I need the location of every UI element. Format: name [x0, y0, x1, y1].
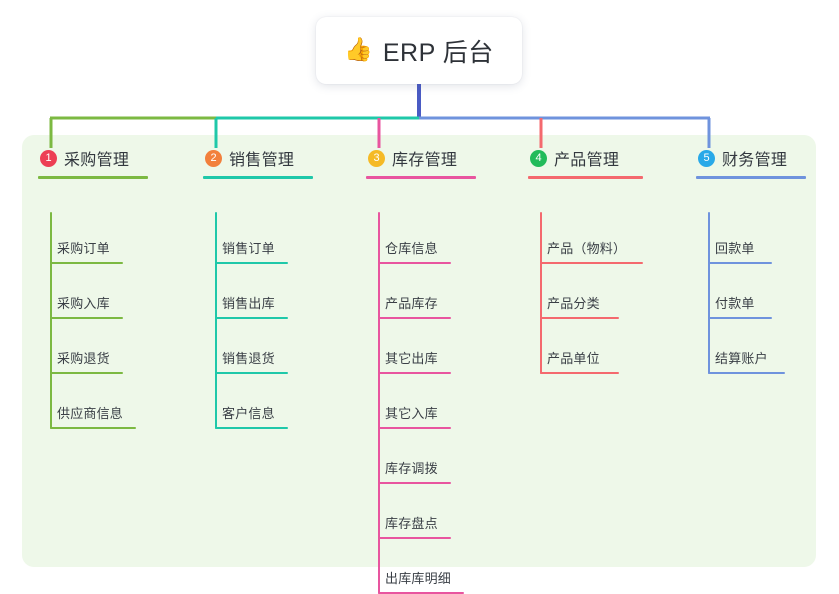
leaf-node[interactable]: 产品分类: [528, 283, 621, 319]
leaf-label: 仓库信息: [385, 241, 438, 256]
leaf-node[interactable]: 产品（物料）: [528, 228, 645, 264]
branch-column-4: 4 产品管理产品（物料） 产品分类产品单位: [528, 146, 643, 374]
branch-badge-1: 1: [40, 149, 57, 167]
branch-title-1: 采购管理: [64, 152, 130, 169]
root-node-card[interactable]: 👍 ERP 后台: [316, 17, 522, 84]
leaf-label: 产品分类: [547, 296, 600, 311]
root-node-title: ERP 后台: [382, 38, 494, 67]
leaf-node[interactable]: 产品单位: [528, 338, 621, 374]
leaf-label: 付款单: [715, 296, 755, 311]
leaf-label: 产品库存: [385, 296, 438, 311]
branch-title-3: 库存管理: [392, 152, 458, 169]
leaf-node[interactable]: 库存盘点: [366, 503, 453, 539]
branch-column-1: 1 采购管理采购订单采购入库采购退货供应商信息: [38, 146, 148, 429]
leaf-underline: [708, 262, 772, 264]
leaf-node[interactable]: 采购入库: [38, 283, 125, 319]
leaf-underline: [50, 427, 136, 429]
leaf-label: 采购入库: [57, 296, 110, 311]
leaf-underline: [378, 537, 451, 539]
leaf-label: 其它入库: [385, 406, 438, 421]
branch-badge-2: 2: [205, 149, 222, 167]
leaf-underline: [50, 372, 123, 374]
leaf-underline: [378, 262, 451, 264]
leaf-node[interactable]: 库存调拨: [366, 448, 453, 484]
branch-header-4[interactable]: 4 产品管理: [528, 146, 643, 170]
branch-rule-2: [203, 176, 313, 179]
leaf-label: 采购订单: [57, 241, 110, 256]
branch-column-2: 2 销售管理销售订单销售出库销售退货客户信息: [203, 146, 313, 429]
leaf-label: 库存盘点: [385, 516, 438, 531]
branch-rule-1: [38, 176, 148, 179]
branch-header-2[interactable]: 2 销售管理: [203, 146, 313, 170]
leaf-node[interactable]: 销售出库: [203, 283, 290, 319]
leaf-node[interactable]: 其它入库: [366, 393, 453, 429]
leaf-underline: [215, 317, 288, 319]
leaf-node[interactable]: 付款单: [696, 283, 774, 319]
leaf-node[interactable]: 出库库明细: [366, 558, 466, 594]
leaf-underline: [708, 372, 785, 374]
branch-spine-1: [50, 212, 52, 429]
branch-header-5[interactable]: 5 财务管理: [696, 146, 806, 170]
branch-spine-3: [378, 212, 380, 594]
branch-column-3: 3 库存管理仓库信息产品库存其它出库其它入库库存调拨库存盘点出库库明细: [366, 146, 476, 594]
leaf-node[interactable]: 结算账户: [696, 338, 787, 374]
thumbs-up-icon: 👍: [344, 37, 373, 63]
leaf-node[interactable]: 其它出库: [366, 338, 453, 374]
branch-header-1[interactable]: 1 采购管理: [38, 146, 148, 170]
leaf-node[interactable]: 采购订单: [38, 228, 125, 264]
leaf-node[interactable]: 仓库信息: [366, 228, 453, 264]
leaf-label: 采购退货: [57, 351, 110, 366]
leaf-underline: [540, 262, 643, 264]
leaf-node[interactable]: 客户信息: [203, 393, 290, 429]
leaf-label: 客户信息: [222, 406, 275, 421]
branch-spine-2: [215, 212, 217, 429]
leaf-label: 产品（物料）: [547, 241, 627, 256]
diagram-panel: [22, 135, 816, 567]
branch-spine-4: [540, 212, 542, 374]
leaf-underline: [540, 317, 619, 319]
leaf-underline: [378, 427, 451, 429]
leaf-node[interactable]: 供应商信息: [38, 393, 138, 429]
leaf-underline: [378, 317, 451, 319]
branch-spine-5: [708, 212, 710, 374]
leaf-label: 其它出库: [385, 351, 438, 366]
leaf-label: 出库库明细: [385, 571, 452, 586]
leaf-underline: [378, 482, 451, 484]
branch-header-3[interactable]: 3 库存管理: [366, 146, 476, 170]
branch-rule-4: [528, 176, 643, 179]
leaf-underline: [215, 372, 288, 374]
leaf-label: 供应商信息: [57, 406, 124, 421]
leaf-underline: [540, 372, 619, 374]
leaf-underline: [50, 262, 123, 264]
leaf-node[interactable]: 产品库存: [366, 283, 453, 319]
leaf-label: 库存调拨: [385, 461, 438, 476]
branch-column-5: 5 财务管理回款单付款单结算账户: [696, 146, 806, 374]
leaf-underline: [215, 262, 288, 264]
branch-title-5: 财务管理: [722, 152, 788, 169]
leaf-label: 产品单位: [547, 351, 600, 366]
leaf-label: 结算账户: [715, 351, 768, 366]
leaf-label: 销售订单: [222, 241, 275, 256]
leaf-underline: [378, 372, 451, 374]
branch-title-4: 产品管理: [554, 152, 620, 169]
branch-rule-3: [366, 176, 476, 179]
leaf-label: 销售出库: [222, 296, 275, 311]
leaf-label: 销售退货: [222, 351, 275, 366]
leaf-underline: [708, 317, 772, 319]
branch-rule-5: [696, 176, 806, 179]
branch-title-2: 销售管理: [229, 152, 295, 169]
branch-badge-4: 4: [530, 149, 547, 167]
branch-badge-5: 5: [698, 149, 715, 167]
leaf-node[interactable]: 销售订单: [203, 228, 290, 264]
leaf-node[interactable]: 回款单: [696, 228, 774, 264]
leaf-underline: [215, 427, 288, 429]
leaf-node[interactable]: 销售退货: [203, 338, 290, 374]
leaf-node[interactable]: 采购退货: [38, 338, 125, 374]
leaf-label: 回款单: [715, 241, 755, 256]
leaf-underline: [50, 317, 123, 319]
branch-badge-3: 3: [368, 149, 385, 167]
